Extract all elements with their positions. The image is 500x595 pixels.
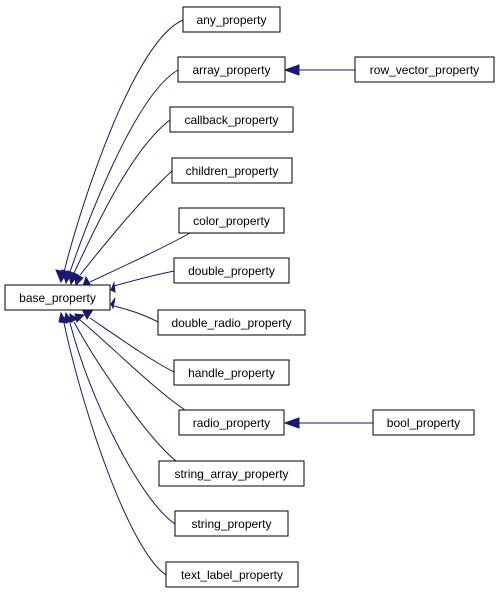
- edge-array-to-base: [69, 69, 179, 273]
- node-color-property[interactable]: color_property: [178, 207, 285, 234]
- arrowhead-string_array-to-base: [69, 313, 80, 323]
- edge-double-to-base: [113, 270, 175, 287]
- node-label: children_property: [186, 164, 279, 178]
- node-callback-property[interactable]: callback_property: [169, 106, 294, 133]
- edge-children-to-base: [79, 170, 173, 276]
- arrowhead-bool-to-radio: [283, 417, 300, 429]
- edge-callback-to-base: [73, 119, 171, 274]
- node-label: bool_property: [387, 416, 460, 430]
- node-label: any_property: [196, 13, 266, 27]
- node-label: callback_property: [184, 113, 278, 127]
- arrowhead-double_radio-to-base: [110, 297, 116, 310]
- node-label: row_vector_property: [370, 63, 479, 77]
- node-radio-property[interactable]: radio_property: [178, 409, 285, 436]
- node-string-array-property[interactable]: string_array_property: [158, 460, 305, 487]
- node-label: color_property: [193, 214, 270, 228]
- edge-string_array-to-base: [73, 321, 177, 462]
- edge-radio-to-base: [79, 319, 186, 411]
- arrowhead-double-to-base: [110, 281, 116, 293]
- arrowhead-children-to-base: [73, 272, 84, 287]
- nodes-layer: base_property any_property array_propert…: [4, 6, 495, 588]
- node-label: handle_property: [188, 366, 275, 380]
- arrowhead-handle-to-base: [82, 310, 93, 321]
- node-label: double_radio_property: [171, 316, 291, 330]
- edge-any-to-base: [63, 19, 184, 273]
- node-double-radio-property[interactable]: double_radio_property: [157, 309, 306, 336]
- arrowhead-row_vector-to-array: [283, 64, 300, 76]
- edge-handle-to-base: [89, 317, 175, 373]
- node-label: base_property: [19, 291, 96, 305]
- node-label: string_property: [191, 517, 271, 531]
- arrowhead-text_label-to-base: [58, 311, 68, 324]
- node-double-property[interactable]: double_property: [173, 257, 290, 284]
- node-text-label-property[interactable]: text_label_property: [165, 561, 299, 588]
- edge-string-to-base: [69, 322, 176, 525]
- node-label: string_array_property: [174, 467, 288, 481]
- edge-double_radio-to-base: [113, 305, 159, 323]
- edge-text_label-to-base: [63, 322, 167, 576]
- arrowhead-string-to-base: [63, 311, 73, 323]
- edges-layer: [55, 19, 373, 576]
- node-label: radio_property: [193, 416, 270, 430]
- node-base-property[interactable]: base_property: [4, 284, 111, 311]
- node-bool-property[interactable]: bool_property: [372, 409, 475, 436]
- node-string-property[interactable]: string_property: [174, 510, 289, 537]
- node-label: array_property: [192, 63, 270, 77]
- node-label: text_label_property: [181, 568, 283, 582]
- node-array-property[interactable]: array_property: [177, 56, 286, 83]
- node-row-vector-property[interactable]: row_vector_property: [354, 56, 495, 83]
- node-children-property[interactable]: children_property: [171, 157, 293, 184]
- edge-color-to-base: [89, 232, 191, 283]
- node-handle-property[interactable]: handle_property: [173, 359, 290, 386]
- node-label: double_property: [188, 264, 275, 278]
- node-any-property[interactable]: any_property: [182, 6, 281, 33]
